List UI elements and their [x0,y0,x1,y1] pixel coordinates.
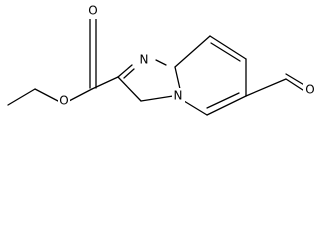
bond-c6-aldehyde-c [245,78,287,97]
bridge-n-mask [172,88,185,103]
bond-c6-c5-inner [206,92,240,109]
bond-ethyl-ch3-ch2 [7,88,36,106]
ester-carbonyl-o-mask [86,4,100,19]
ester-ether-o-mask [58,93,70,108]
bond-n4-c8a [174,66,181,90]
bond-c8-c7-inner [210,42,241,62]
bond-c2-n1-inner [123,68,135,79]
bond-c2-c3 [117,76,142,102]
bond-ethyl-ch2-o [34,88,59,102]
bond-carbonyl-c-ring-c2 [91,76,119,90]
bridgehead-nitrogen-label: N [174,89,183,103]
ester-ether-oxygen-label: O [59,94,68,108]
molecule-structure-diagram: O O N N O [7,4,317,116]
bond-aldehyde-c-o-double-2 [285,73,307,87]
bond-c5-n4 [183,100,208,116]
bond-c6-c5 [206,95,247,116]
bond-c3-n4 [140,95,174,102]
bond-c8-c7 [209,35,247,60]
aldehyde-oxygen-label: O [305,83,314,97]
bond-c2-n1 [117,64,133,78]
aldehyde-o-mask [303,83,317,98]
ester-carbonyl-oxygen-label: O [88,4,97,18]
bond-c8a-c8 [174,35,211,68]
bond-ether-o-carbonyl-c [68,88,93,102]
ring-n-mask [138,52,151,67]
bond-n1-c8a [155,59,167,66]
ring-nitrogen-label: N [140,53,149,67]
bond-aldehyde-c-o-double-1 [285,78,307,93]
